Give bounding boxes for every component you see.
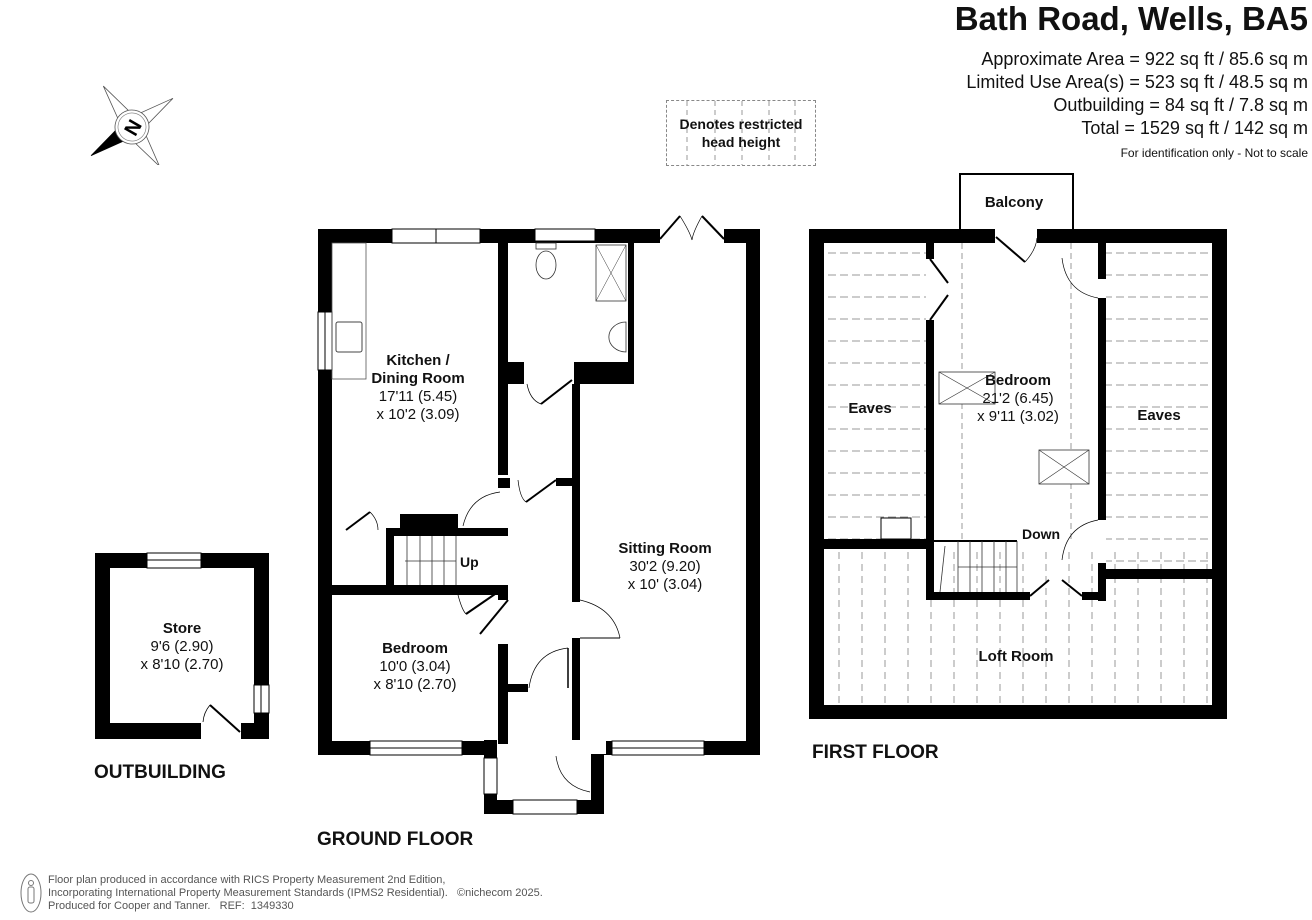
person-scale-icon — [20, 873, 42, 913]
legend-line-2: head height — [701, 134, 781, 150]
room-label-bedroom-ground: Bedroom 10'0 (3.04) x 8'10 (2.70) — [373, 640, 457, 693]
stairs-up-label: Up — [460, 554, 479, 570]
outbuilding-store — [95, 552, 270, 739]
north-compass-icon: N — [90, 85, 174, 165]
room-label-bedroom-first: Bedroom 21'2 (6.45) x 9'11 (3.02) — [977, 372, 1059, 425]
room-label-sitting-room: Sitting Room 30'2 (9.20) x 10' (3.04) — [618, 540, 712, 593]
stairs-down-label: Down — [1022, 526, 1061, 542]
room-label-loft-room: Loft Room — [978, 648, 1054, 665]
first-floor — [809, 173, 1227, 719]
area-approximate: Approximate Area = 922 sq ft / 85.6 sq m — [981, 49, 1308, 69]
room-label-eaves-right: Eaves — [1137, 407, 1181, 424]
ground-floor — [317, 215, 760, 815]
floor-title-outbuilding: OUTBUILDING — [94, 762, 226, 783]
restricted-height-legend: Denotes restricted head height — [666, 100, 816, 166]
legend-line-1: Denotes restricted — [679, 116, 803, 132]
property-title: Bath Road, Wells, BA5 — [954, 0, 1308, 37]
room-label-kitchen: Kitchen / Dining Room 17'11 (5.45) x 10'… — [371, 352, 465, 423]
floor-title-first: FIRST FLOOR — [812, 742, 939, 763]
area-outbuilding: Outbuilding = 84 sq ft / 7.8 sq m — [1053, 95, 1308, 115]
area-total: Total = 1529 sq ft / 142 sq m — [1081, 118, 1308, 138]
floor-title-ground: GROUND FLOOR — [317, 829, 474, 850]
room-label-balcony: Balcony — [984, 194, 1044, 211]
room-label-store: Store 9'6 (2.90) x 8'10 (2.70) — [140, 620, 224, 673]
room-label-eaves-left: Eaves — [848, 400, 892, 417]
scale-note: For identification only - Not to scale — [1120, 146, 1308, 160]
area-summary: Approximate Area = 922 sq ft / 85.6 sq m… — [966, 48, 1308, 140]
footer-disclaimer: Floor plan produced in accordance with R… — [48, 874, 543, 912]
area-limited-use: Limited Use Area(s) = 523 sq ft / 48.5 s… — [966, 72, 1308, 92]
legend-dash-pattern — [686, 101, 796, 165]
